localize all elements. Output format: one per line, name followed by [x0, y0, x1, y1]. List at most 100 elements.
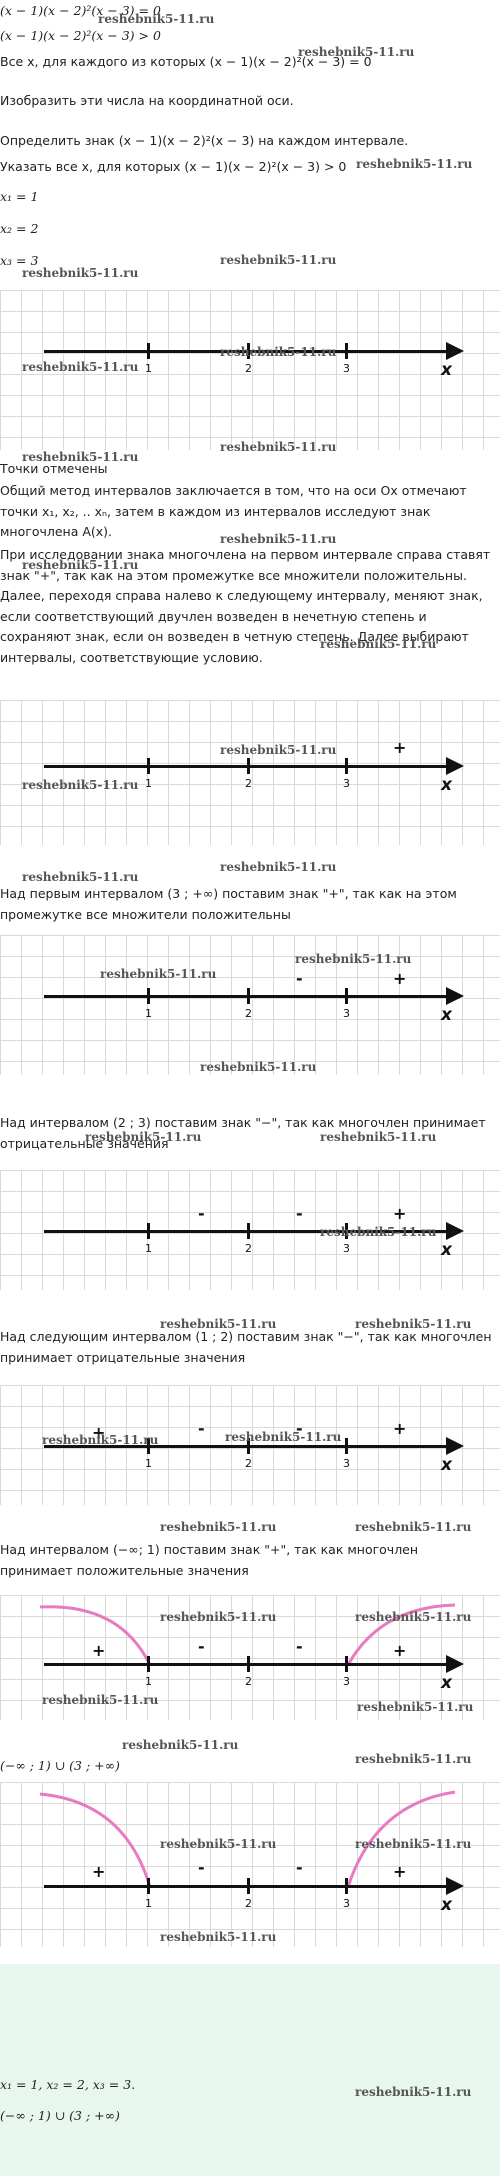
sign-minus: - — [198, 1419, 205, 1438]
step-3-text: Над следующим интервалом (1 ; 2) постави… — [0, 1329, 492, 1365]
watermark: reshebnik5-11.ru — [98, 12, 215, 26]
watermark: reshebnik5-11.ru — [42, 1433, 159, 1447]
arrow-right-icon — [446, 342, 464, 360]
watermark: reshebnik5-11.ru — [160, 1317, 277, 1331]
right-arc — [346, 1790, 456, 1888]
sign-plus: + — [393, 969, 407, 988]
tick-label-3: 3 — [343, 1457, 350, 1470]
points-marked: Точки отмечены — [0, 461, 108, 476]
watermark: reshebnik5-11.ru — [220, 743, 337, 757]
tick-label-1: 1 — [145, 1242, 152, 1255]
watermark: reshebnik5-11.ru — [295, 952, 412, 966]
arrow-right-icon — [446, 1437, 464, 1455]
task-roots: Все x, для каждого из которых (x − 1)(x … — [0, 54, 372, 69]
watermark: reshebnik5-11.ru — [160, 1520, 277, 1534]
number-line-6: 1 2 3 x + - - + — [0, 1595, 500, 1720]
tick-3 — [345, 1656, 348, 1672]
watermark: reshebnik5-11.ru — [42, 1693, 159, 1707]
arrow-right-icon — [446, 1877, 464, 1895]
tick-label-3: 3 — [343, 362, 350, 375]
arrow-right-icon — [446, 757, 464, 775]
tick-label-3: 3 — [343, 1007, 350, 1020]
watermark: reshebnik5-11.ru — [22, 558, 139, 572]
sign-plus: + — [393, 1862, 407, 1881]
tick-1 — [147, 1223, 150, 1239]
arrow-right-icon — [446, 1222, 464, 1240]
tick-2 — [247, 343, 250, 359]
watermark: reshebnik5-11.ru — [357, 1700, 474, 1714]
tick-label-1: 1 — [145, 777, 152, 790]
step-1-text: Над первым интервалом (3 ; +∞) поставим … — [0, 886, 457, 922]
inequality-line: (x − 1)(x − 2)²(x − 3) > 0 — [0, 28, 161, 43]
watermark: reshebnik5-11.ru — [320, 637, 437, 651]
answer-block: x₁ = 1, x₂ = 2, x₃ = 3. (−∞ ; 1) ∪ (3 ; … — [0, 1964, 500, 2176]
sign-minus: - — [296, 969, 303, 988]
tick-label-3: 3 — [343, 1675, 350, 1688]
task-sign: Определить знак (x − 1)(x − 2)²(x − 3) н… — [0, 133, 409, 148]
watermark: reshebnik5-11.ru — [200, 1060, 317, 1074]
tick-label-1: 1 — [145, 1007, 152, 1020]
tick-2 — [247, 1656, 250, 1672]
left-arc — [39, 1792, 152, 1888]
sign-plus: + — [92, 1423, 106, 1442]
tick-3 — [345, 1438, 348, 1454]
tick-3 — [345, 1223, 348, 1239]
watermark: reshebnik5-11.ru — [320, 1130, 437, 1144]
answer-roots: x₁ = 1, x₂ = 2, x₃ = 3. — [0, 2077, 136, 2092]
tick-2 — [247, 758, 250, 774]
watermark: reshebnik5-11.ru — [22, 870, 139, 884]
root-1: x₁ = 1 — [0, 189, 39, 204]
x-axis-label: x — [441, 1240, 452, 1260]
arrow-right-icon — [446, 987, 464, 1005]
watermark: reshebnik5-11.ru — [225, 1430, 342, 1444]
watermark: reshebnik5-11.ru — [22, 266, 139, 280]
sign-minus: - — [198, 1858, 205, 1877]
watermark: reshebnik5-11.ru — [320, 1225, 437, 1239]
tick-2 — [247, 1878, 250, 1894]
watermark: reshebnik5-11.ru — [22, 360, 139, 374]
watermark: reshebnik5-11.ru — [220, 253, 337, 267]
number-line-4: 1 2 3 x - - + — [0, 1170, 500, 1290]
number-line-7: 1 2 3 x + - - + — [0, 1782, 500, 1947]
answer-interval: (−∞ ; 1) ∪ (3 ; +∞) — [0, 2108, 120, 2123]
x-axis-label: x — [441, 1005, 452, 1025]
sign-plus: + — [92, 1641, 106, 1660]
tick-3 — [345, 758, 348, 774]
watermark: reshebnik5-11.ru — [22, 450, 139, 464]
tick-label-1: 1 — [145, 1457, 152, 1470]
watermark: reshebnik5-11.ru — [355, 1837, 472, 1851]
tick-1 — [147, 1438, 150, 1454]
watermark: reshebnik5-11.ru — [356, 157, 473, 171]
watermark: reshebnik5-11.ru — [122, 1738, 239, 1752]
tick-1 — [147, 1878, 150, 1894]
tick-3 — [345, 1878, 348, 1894]
x-axis-label: x — [441, 775, 452, 795]
tick-1 — [147, 988, 150, 1004]
tick-label-2: 2 — [245, 1242, 252, 1255]
sign-minus: - — [296, 1204, 303, 1223]
sign-plus: + — [393, 1204, 407, 1223]
sign-plus: + — [92, 1862, 106, 1881]
watermark: reshebnik5-11.ru — [220, 860, 337, 874]
method-text: Общий метод интервалов заключается в том… — [0, 483, 467, 539]
tick-3 — [345, 988, 348, 1004]
watermark: reshebnik5-11.ru — [220, 345, 337, 359]
task-axis: Изобразить эти числа на координатной оси… — [0, 93, 294, 108]
x-axis-label: x — [441, 1673, 452, 1693]
watermark: reshebnik5-11.ru — [100, 967, 217, 981]
watermark: reshebnik5-11.ru — [85, 1130, 202, 1144]
watermark: reshebnik5-11.ru — [160, 1930, 277, 1944]
interval-arcs — [39, 1790, 456, 1888]
tick-label-2: 2 — [245, 362, 252, 375]
number-line-3: 1 2 3 x - + — [0, 935, 500, 1075]
left-arc — [39, 1605, 152, 1666]
task-solve: Указать все x, для которых (x − 1)(x − 2… — [0, 159, 347, 174]
tick-1 — [147, 758, 150, 774]
watermark: reshebnik5-11.ru — [355, 1752, 472, 1766]
watermark: reshebnik5-11.ru — [220, 532, 337, 546]
root-3: x₃ = 3 — [0, 253, 39, 268]
tick-2 — [247, 1438, 250, 1454]
sign-plus: + — [393, 1641, 407, 1660]
tick-2 — [247, 988, 250, 1004]
step-2-text: Над интервалом (2 ; 3) поставим знак "−"… — [0, 1115, 486, 1151]
